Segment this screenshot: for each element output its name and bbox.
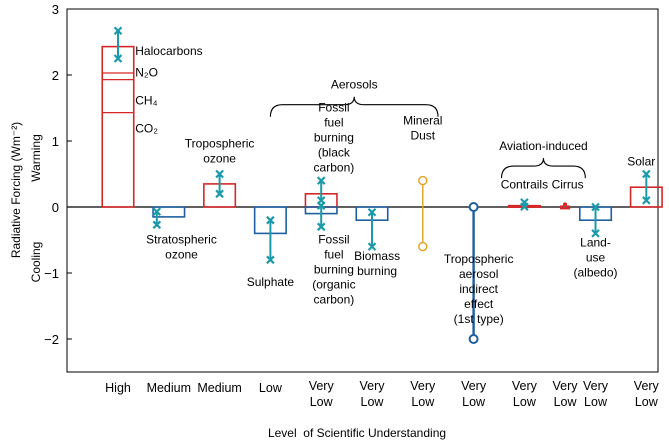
y-tick-label: 3 — [52, 2, 59, 17]
annotation-solar: Solar — [627, 154, 655, 168]
annotation-land-use: Land-use(albedo) — [574, 236, 618, 280]
whisker-end-marker — [367, 242, 377, 251]
whisker-end-marker — [591, 202, 600, 212]
group-brace — [269, 96, 439, 117]
annotation-n2o: N₂O — [135, 65, 158, 79]
y-tick-label: 1 — [52, 134, 59, 149]
annotation-halocarbons: Halocarbons — [135, 44, 202, 58]
whisker-end-marker — [642, 196, 651, 205]
whisker-end-marker — [591, 229, 600, 238]
whisker-end-marker — [152, 220, 162, 230]
annotation-cirrus: Cirrus — [552, 178, 584, 192]
level-label: High — [105, 381, 131, 395]
y-axis: −2 −1 0 1 2 3 — [44, 2, 72, 347]
whisker-end-marker — [520, 198, 529, 207]
forcing-bar — [101, 45, 135, 208]
annotation-co2: CO₂ — [135, 121, 158, 135]
whisker-end-marker — [316, 201, 326, 210]
x-axis-label: Level of Scientific Understanding — [268, 426, 446, 440]
whisker-dot — [563, 202, 568, 207]
whisker-end-marker — [316, 176, 326, 185]
whiskers-layer — [113, 26, 651, 265]
y-tick-label: −1 — [44, 266, 59, 281]
level-label: Medium — [197, 381, 241, 395]
range-end-circle — [468, 202, 479, 212]
annotation-ch4: CH₄ — [135, 94, 157, 108]
whisker-end-marker — [316, 222, 326, 232]
whisker-end-marker — [215, 169, 224, 179]
y-tick-label: 0 — [52, 200, 59, 215]
level-label: Medium — [147, 381, 191, 395]
whisker-end-marker — [113, 26, 123, 36]
cooling-label: Cooling — [29, 242, 43, 283]
level-label: Low — [259, 381, 283, 395]
range-end-circle — [418, 175, 428, 186]
annotation-sulphate: Sulphate — [247, 275, 295, 289]
whisker-end-marker — [266, 215, 275, 225]
whisker-end-marker — [113, 54, 123, 63]
range-end-circle — [468, 334, 479, 344]
group-label-aerosols: Aerosols — [331, 78, 378, 92]
range-end-circle — [418, 241, 428, 252]
group-label-aviation: Aviation-induced — [499, 139, 588, 153]
y-axis-label: Radiative Forcing (Wm⁻²) — [9, 122, 23, 258]
whisker-end-marker — [367, 208, 377, 217]
forcing-bar — [152, 206, 186, 218]
ranges-layer — [418, 175, 479, 344]
annotation-contrails: Contrails — [501, 178, 548, 192]
whisker-end-marker — [215, 189, 224, 199]
whisker-end-marker — [642, 169, 651, 179]
plot-frame — [66, 8, 659, 373]
whisker-end-marker — [152, 207, 162, 216]
y-tick-label: −2 — [44, 332, 59, 347]
whisker-end-marker — [266, 255, 275, 265]
group-brace — [500, 158, 586, 179]
warming-label: Warming — [29, 134, 43, 182]
y-tick-label: 2 — [52, 68, 59, 83]
